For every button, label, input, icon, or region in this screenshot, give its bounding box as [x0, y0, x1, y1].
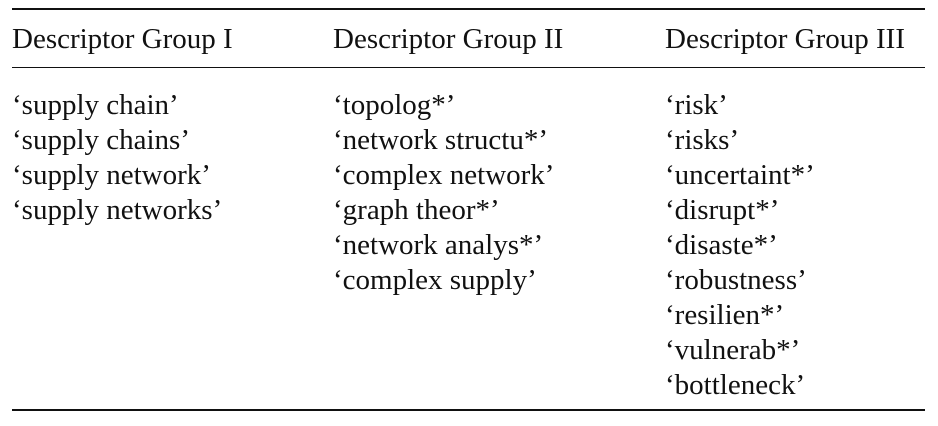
- list-item: ‘complex supply’: [333, 264, 537, 296]
- list-item: ‘supply network’: [12, 159, 211, 191]
- list-item: ‘vulnerab*’: [665, 334, 801, 366]
- list-item: ‘uncertaint*’: [665, 159, 815, 191]
- list-item: ‘supply networks’: [12, 194, 223, 226]
- table-header-rule: [12, 67, 925, 68]
- list-item: ‘graph theor*’: [333, 194, 500, 226]
- list-item: ‘network structu*’: [333, 124, 549, 156]
- header-descriptor-group-1: Descriptor Group I: [12, 23, 233, 55]
- list-item: ‘robustness’: [665, 264, 807, 296]
- list-item: ‘resilien*’: [665, 299, 785, 331]
- list-item: ‘disrupt*’: [665, 194, 780, 226]
- list-item: ‘topolog*’: [333, 89, 456, 121]
- descriptor-group-3-list: ‘risk’ ‘risks’ ‘uncertaint*’ ‘disrupt*’ …: [665, 88, 815, 403]
- table-top-rule: [12, 8, 925, 10]
- list-item: ‘disaste*’: [665, 229, 778, 261]
- list-item: ‘supply chain’: [12, 89, 179, 121]
- descriptor-group-1-list: ‘supply chain’ ‘supply chains’ ‘supply n…: [12, 88, 222, 228]
- table-bottom-rule: [12, 409, 925, 411]
- list-item: ‘risk’: [665, 89, 728, 121]
- header-descriptor-group-3: Descriptor Group III: [665, 23, 905, 55]
- list-item: ‘network analys*’: [333, 229, 544, 261]
- list-item: ‘risks’: [665, 124, 740, 156]
- list-item: ‘supply chains’: [12, 124, 190, 156]
- list-item: ‘complex network’: [333, 159, 555, 191]
- list-item: ‘bottleneck’: [665, 369, 806, 401]
- descriptor-group-2-list: ‘topolog*’ ‘network structu*’ ‘complex n…: [333, 88, 554, 298]
- header-descriptor-group-2: Descriptor Group II: [333, 23, 564, 55]
